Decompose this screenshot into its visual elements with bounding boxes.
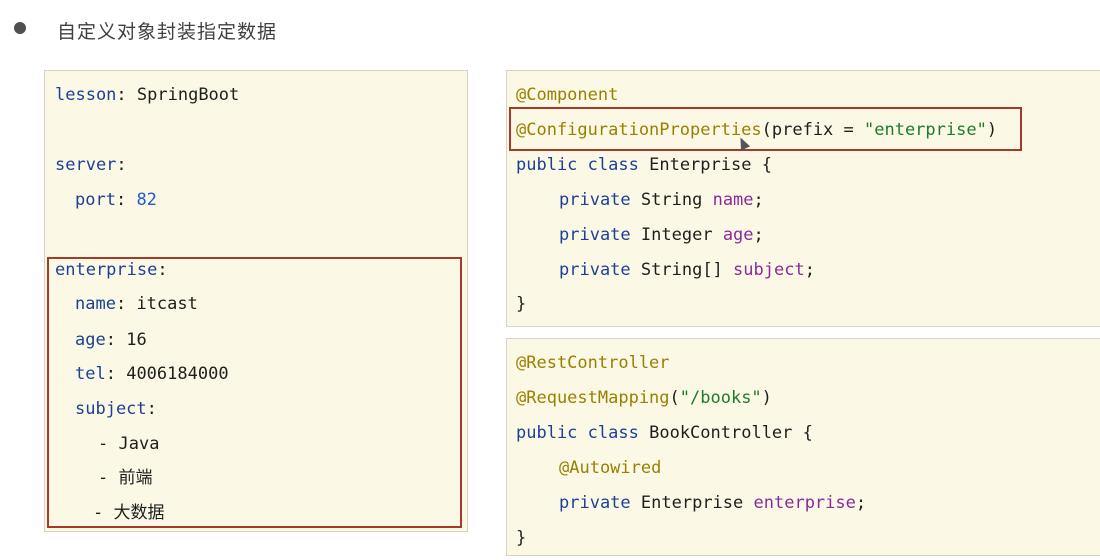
yaml-line-tel: tel: 4006184000 bbox=[75, 364, 229, 384]
request-mapping-line: @RequestMapping("/books") bbox=[516, 388, 772, 408]
slide-heading: 自定义对象封装指定数据 bbox=[57, 21, 278, 43]
yaml-line-name: name: itcast bbox=[75, 294, 198, 314]
yaml-line-port: port: 82 bbox=[75, 190, 157, 210]
enterprise-field-line: private Enterprise enterprise; bbox=[559, 493, 867, 513]
yaml-subject-item: - 大数据 bbox=[93, 503, 165, 523]
autowired-annotation: @Autowired bbox=[559, 458, 662, 478]
enterprise-closing-brace: } bbox=[516, 294, 527, 314]
controller-closing-brace: } bbox=[516, 528, 527, 548]
yaml-line-server: server: bbox=[55, 155, 127, 175]
bullet-icon bbox=[14, 22, 26, 34]
yaml-line-subject: subject: bbox=[75, 399, 157, 419]
configuration-properties-highlight-box bbox=[509, 107, 1022, 151]
enterprise-class-panel bbox=[506, 70, 1100, 327]
field-name-line: private String name; bbox=[559, 190, 764, 210]
yaml-code-panel bbox=[44, 70, 468, 532]
field-subject-line: private String[] subject; bbox=[559, 260, 815, 280]
field-age-line: private Integer age; bbox=[559, 225, 764, 245]
enterprise-class-declaration: public class Enterprise { bbox=[516, 155, 772, 175]
yaml-line-lesson: lesson: SpringBoot bbox=[55, 85, 240, 105]
enterprise-highlight-box bbox=[47, 257, 462, 528]
configuration-properties-line: @ConfigurationProperties(prefix = "enter… bbox=[516, 120, 998, 140]
yaml-subject-item: - Java bbox=[98, 434, 160, 454]
yaml-line-enterprise: enterprise: bbox=[55, 260, 168, 280]
yaml-line-age: age: 16 bbox=[75, 330, 147, 350]
book-controller-panel bbox=[506, 338, 1100, 556]
controller-class-declaration: public class BookController { bbox=[516, 423, 813, 443]
yaml-subject-item: - 前端 bbox=[98, 468, 153, 488]
component-annotation: @Component bbox=[516, 85, 619, 105]
rest-controller-annotation: @RestController bbox=[516, 353, 670, 373]
